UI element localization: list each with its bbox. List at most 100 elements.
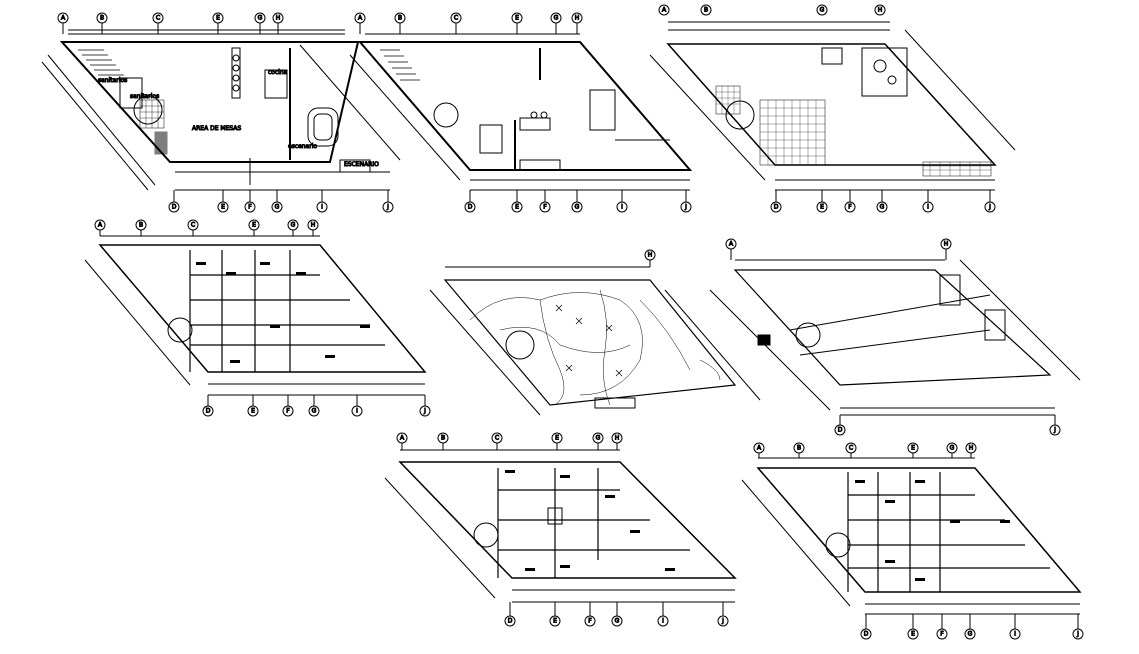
svg-text:J: J — [423, 408, 426, 415]
plan-8-grid-bubbles-top: A B C E G H — [753, 442, 977, 458]
svg-text:J: J — [721, 618, 724, 625]
svg-text:C: C — [191, 222, 195, 229]
svg-text:A: A — [400, 435, 405, 442]
plan-1-label-escenario: escenario — [288, 143, 317, 150]
svg-text:H: H — [878, 7, 883, 14]
svg-text:E: E — [252, 222, 256, 229]
plan-1-grid-bubbles-top: A B C E G H — [57, 12, 284, 34]
plan-1-outline — [59, 41, 360, 163]
svg-text:D: D — [774, 204, 779, 211]
svg-text:G: G — [575, 204, 580, 211]
svg-text:E: E — [515, 204, 519, 211]
svg-text:G: G — [820, 7, 825, 14]
svg-text:A: A — [61, 15, 66, 22]
svg-text:G: G — [258, 15, 263, 22]
svg-text:B: B — [139, 222, 143, 229]
svg-text:G: G — [275, 204, 280, 211]
plan-2-outline — [357, 41, 693, 171]
svg-text:E: E — [911, 445, 915, 452]
svg-text:D: D — [864, 631, 869, 638]
plan-4-grid-bubbles-top: A B C E G H — [94, 219, 319, 236]
plan-1-grid-bubbles-bottom: D E F G I J — [168, 190, 394, 213]
svg-text:E: E — [251, 408, 255, 415]
svg-text:H: H — [969, 445, 974, 452]
svg-text:A: A — [358, 15, 363, 22]
svg-text:J: J — [988, 204, 991, 211]
svg-text:E: E — [820, 204, 824, 211]
plan-1-label-sanitarios-2: sanitarios — [98, 77, 127, 84]
svg-text:J: J — [1076, 631, 1079, 638]
plan-3-grid-bubbles-bottom: D E F G I J — [770, 190, 996, 213]
svg-text:A: A — [98, 222, 103, 229]
svg-text:D: D — [206, 408, 211, 415]
plan-5-outline — [443, 279, 737, 406]
svg-text:J: J — [684, 204, 687, 211]
svg-text:C: C — [495, 435, 499, 442]
svg-text:C: C — [849, 445, 853, 452]
plan-2-grid-bubbles-top: A B C E G H — [354, 12, 583, 34]
svg-text:C: C — [156, 15, 160, 22]
plan-3-outline — [666, 43, 997, 166]
svg-text:G: G — [950, 445, 955, 452]
plan-5: H — [429, 249, 761, 416]
plan-6: A H D J — [709, 238, 1081, 436]
svg-text:A: A — [729, 241, 734, 248]
svg-text:F: F — [940, 631, 944, 638]
svg-text:I: I — [621, 204, 623, 211]
svg-text:D: D — [172, 204, 177, 211]
plan-4: A B C E G H D E F G I J — [84, 219, 431, 417]
svg-text:D: D — [508, 618, 513, 625]
plan-2: A B C E G H D E F G I J — [349, 12, 693, 213]
plan-2-grid-bubbles-bottom: D E F G I J — [464, 190, 692, 213]
plan-1: sanitarios sanitarios AREA DE MESAS coci… — [41, 12, 401, 213]
svg-text:H: H — [944, 241, 949, 248]
svg-text:E: E — [555, 435, 559, 442]
svg-text:H: H — [648, 252, 653, 259]
svg-text:E: E — [216, 15, 220, 22]
svg-text:E: E — [553, 618, 557, 625]
svg-text:F: F — [588, 618, 592, 625]
svg-text:H: H — [615, 435, 620, 442]
svg-text:D: D — [838, 427, 843, 434]
svg-text:A: A — [662, 7, 667, 14]
svg-text:G: G — [596, 435, 601, 442]
svg-text:H: H — [311, 222, 316, 229]
svg-text:E: E — [515, 15, 519, 22]
plan-3: A B G H D E F G I J — [649, 4, 1016, 213]
plan-1-label-cocina: cocina — [268, 69, 288, 76]
svg-text:I: I — [662, 618, 664, 625]
svg-text:E: E — [911, 631, 915, 638]
svg-text:H: H — [276, 15, 281, 22]
plan-6-grid-bubbles: A H D J — [725, 238, 1061, 436]
svg-text:G: G — [554, 15, 559, 22]
svg-text:H: H — [575, 15, 580, 22]
svg-text:I: I — [356, 408, 358, 415]
plan-3-grid-bubbles-top: A B G H — [658, 4, 886, 16]
svg-text:B: B — [704, 7, 708, 14]
plan-8-outline — [756, 467, 1082, 593]
svg-text:F: F — [286, 408, 290, 415]
svg-text:D: D — [468, 204, 473, 211]
svg-text:F: F — [848, 204, 852, 211]
plan-1-label-escenario-2: ESCENARIO — [344, 161, 379, 168]
plan-8-grid-bubbles-bottom: D E F G I J — [860, 614, 1084, 640]
svg-text:I: I — [927, 204, 929, 211]
svg-text:G: G — [615, 618, 620, 625]
svg-text:G: G — [291, 222, 296, 229]
plan-6-outline — [733, 269, 1052, 386]
plan-7-grid-bubbles-bottom: D E F G I J — [504, 602, 729, 627]
svg-text:G: G — [312, 408, 317, 415]
svg-text:C: C — [454, 15, 458, 22]
svg-text:J: J — [386, 204, 389, 211]
plan-4-grid-bubbles-bottom: D E F G I J — [202, 395, 431, 417]
svg-text:B: B — [441, 435, 445, 442]
plan-1-label-area-mesas: AREA DE MESAS — [192, 125, 241, 132]
svg-text:A: A — [757, 445, 762, 452]
plan-1-label-sanitarios: sanitarios — [130, 93, 159, 100]
svg-text:B: B — [398, 15, 402, 22]
plan-7-grid-bubbles-top: A B C E G H — [396, 432, 623, 450]
svg-text:B: B — [100, 15, 104, 22]
svg-text:I: I — [321, 204, 323, 211]
plan-4-outline — [98, 244, 427, 373]
